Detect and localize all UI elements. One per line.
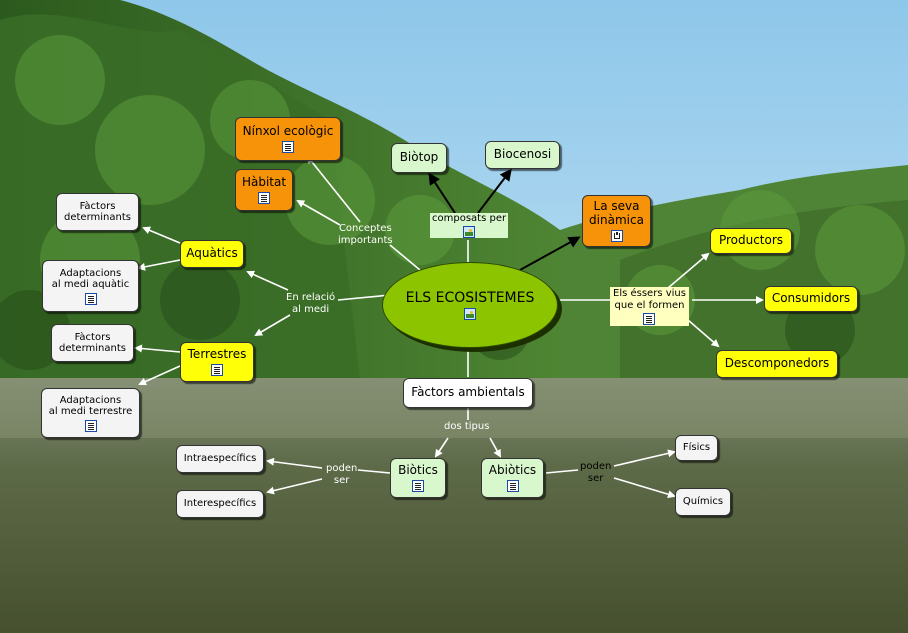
image-icon[interactable] [463, 226, 476, 238]
terrestrial-factors-node[interactable]: Fàctors determinants [51, 324, 134, 362]
linking-phrase-concepts-line2: importants [338, 235, 393, 246]
consumers-node[interactable]: Consumidors [764, 286, 858, 312]
abiotic-node[interactable]: Abiòtics [481, 458, 544, 498]
linking-phrase-living-beings-line1: Els éssers vius [613, 288, 686, 299]
document-icon[interactable] [643, 313, 656, 325]
niche-label: Nínxol ecològic [242, 124, 334, 139]
biocenosi-label: Biocenosi [493, 147, 552, 162]
terrestrials-label: Terrestres [187, 347, 247, 362]
linking-phrase-living-beings-line2: que el formen [614, 300, 685, 311]
document-icon[interactable] [84, 292, 97, 305]
consumers-label: Consumidors [771, 291, 851, 306]
aquatic-factors-line2: determinants [64, 212, 131, 223]
linking-phrase-composed-by[interactable]: composats per [430, 213, 509, 238]
dynamics-label-line2: dinàmica [589, 213, 644, 227]
terrestrial-adaptations-node[interactable]: Adaptacions al medi terrestre [41, 388, 140, 438]
habitat-label: Hàbitat [241, 175, 287, 190]
intraspecific-node[interactable]: Intraespecífics [176, 445, 264, 473]
linking-phrase-concepts-line1: Conceptes [338, 223, 392, 234]
linking-phrase-two-types-text: dos tipus [444, 421, 490, 432]
terrestrial-adaptations-line2: al medi terrestre [48, 406, 133, 417]
dynamics-label-line1: La seva [593, 199, 640, 214]
abiotic-label: Abiòtics [488, 463, 537, 478]
central-concept-label: ELS ECOSISTEMES [405, 290, 535, 306]
chemical-label: Químics [682, 496, 724, 508]
linking-phrase-can-be-biotic-line1: poden [326, 463, 358, 474]
niche-node[interactable]: Nínxol ecològic [235, 117, 341, 161]
habitat-node[interactable]: Hàbitat [235, 169, 293, 211]
linking-phrase-in-relation-line2: al medi [292, 304, 330, 315]
aquatic-factors-node[interactable]: Fàctors determinants [56, 193, 139, 231]
aquatic-adaptations-node[interactable]: Adaptacions al medi aquàtic [42, 260, 139, 312]
dynamics-node[interactable]: La seva dinàmica [582, 195, 651, 247]
biotic-label: Biòtics [398, 463, 438, 478]
document-icon[interactable] [412, 479, 424, 492]
terrestrial-adaptations-line1: Adaptacions [59, 394, 122, 406]
linking-phrase-composed-by-text: composats per [432, 213, 507, 224]
linking-phrase-living-beings[interactable]: Els éssers vius que el formen [610, 287, 689, 326]
aquatic-adaptations-line1: Adaptacions [59, 267, 122, 279]
aquatics-label: Aquàtics [186, 246, 238, 261]
document-icon[interactable] [84, 419, 97, 432]
biotop-node[interactable]: Biòtop [391, 143, 447, 173]
document-icon[interactable] [506, 479, 519, 492]
decomposers-node[interactable]: Descomponedors [716, 350, 838, 378]
linking-phrase-can-be-biotic-line2: ser [333, 475, 350, 486]
producers-label: Productors [718, 233, 784, 248]
aquatic-adaptations-line2: al medi aquàtic [51, 279, 130, 290]
terrestrial-factors-line1: Fàctors [74, 331, 111, 343]
physical-node[interactable]: Físics [675, 435, 718, 461]
document-icon[interactable] [211, 363, 223, 376]
concept-map-icon[interactable] [610, 229, 623, 242]
physical-label: Físics [682, 442, 711, 454]
linking-phrase-in-relation[interactable]: En relació al medi [286, 292, 335, 316]
interspecific-label: Interespecífics [183, 498, 257, 510]
central-concept[interactable]: ELS ECOSISTEMES [382, 262, 558, 348]
decomposers-label: Descomponedors [724, 356, 830, 371]
document-icon[interactable] [258, 191, 270, 204]
producers-node[interactable]: Productors [710, 228, 792, 254]
aquatic-factors-line1: Fàctors [79, 200, 116, 212]
document-icon[interactable] [282, 140, 294, 153]
linking-phrase-concepts[interactable]: Conceptes importants [338, 223, 393, 247]
biotop-label: Biòtop [399, 150, 439, 165]
image-icon[interactable] [464, 308, 476, 320]
terrestrials-node[interactable]: Terrestres [180, 342, 254, 382]
linking-phrase-can-be-abiotic[interactable]: poden ser [580, 461, 611, 485]
linking-phrase-in-relation-line1: En relació [286, 292, 336, 303]
environmental-factors-label: Fàctors ambientals [411, 385, 525, 400]
biocenosi-node[interactable]: Biocenosi [485, 141, 560, 169]
linking-phrase-can-be-abiotic-line1: poden [580, 461, 612, 472]
linking-phrase-can-be-abiotic-line2: ser [587, 473, 604, 484]
interspecific-node[interactable]: Interespecífics [176, 490, 264, 518]
linking-phrase-can-be-biotic[interactable]: poden ser [326, 463, 357, 487]
environmental-factors-node[interactable]: Fàctors ambientals [403, 378, 533, 408]
aquatics-node[interactable]: Aquàtics [180, 240, 244, 268]
chemical-node[interactable]: Químics [675, 488, 731, 516]
intraspecific-label: Intraespecífics [183, 453, 257, 465]
biotic-node[interactable]: Biòtics [390, 458, 446, 498]
terrestrial-factors-line2: determinants [59, 343, 126, 354]
linking-phrase-two-types[interactable]: dos tipus [444, 421, 489, 433]
